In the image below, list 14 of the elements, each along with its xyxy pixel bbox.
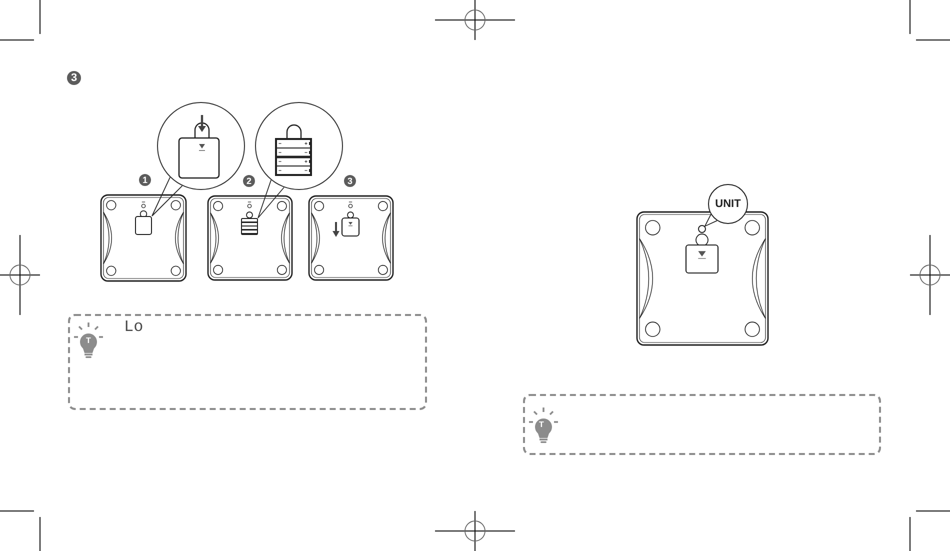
battery-cover [135,216,152,235]
callout-tail [704,214,718,228]
step-number: 3 [67,71,81,85]
tip-letter: T [86,337,91,345]
callout-bubble [708,184,748,224]
battery-compartment [241,218,258,235]
tip-box [68,314,427,410]
display-reading: Lo [124,319,144,335]
tip-letter: T [539,421,544,429]
step-number: 2 [243,175,255,187]
tip-box [523,394,881,455]
callout-label: UNIT [715,198,741,210]
step-number: 3 [344,175,356,187]
step-number: 1 [139,174,151,186]
